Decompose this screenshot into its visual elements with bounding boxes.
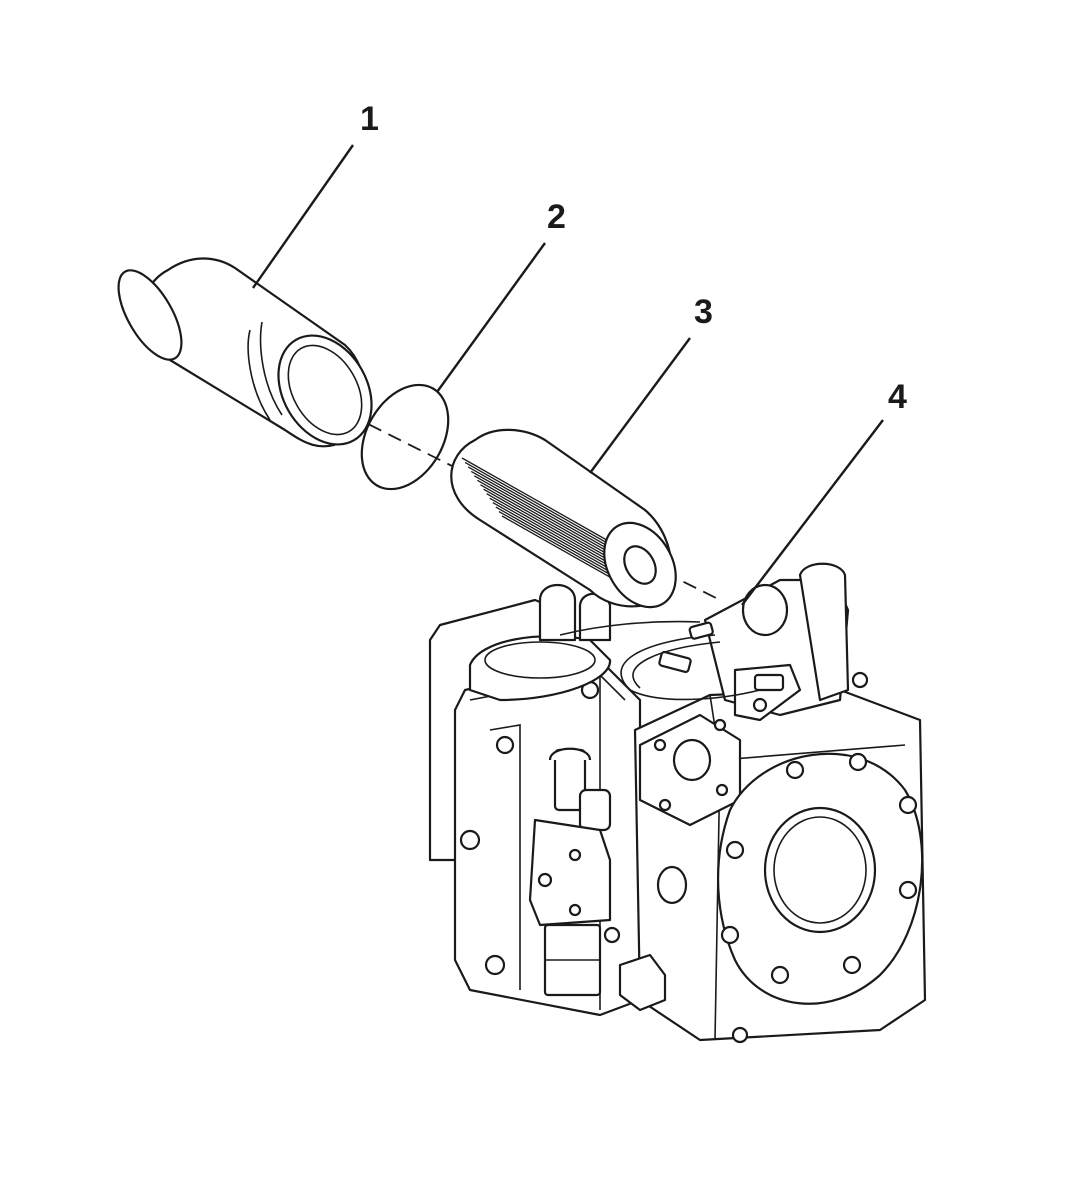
- callout-1: 1: [360, 100, 379, 138]
- filter-pleat: [461, 457, 613, 544]
- o-ring: [360, 383, 450, 491]
- filter-pleat: [470, 470, 622, 557]
- leader-line-3: [589, 337, 691, 474]
- filter-head: [620, 562, 869, 722]
- filter-element: [450, 428, 677, 609]
- filter-pleat: [467, 466, 619, 553]
- callout-4: 4: [888, 378, 907, 416]
- callout-2: 2: [547, 198, 566, 236]
- filter-pleat: [473, 475, 625, 562]
- leader-line-4: [741, 419, 884, 606]
- filter-housing: [117, 257, 373, 448]
- callout-3: 3: [694, 293, 713, 331]
- hydraulic-pump-assembly: [428, 562, 927, 1044]
- leader-line-1: [252, 144, 354, 289]
- solenoid-valve: [528, 747, 612, 997]
- leader-line-2: [436, 242, 546, 393]
- front-flange: [717, 752, 924, 1005]
- filter-pleat: [477, 479, 628, 566]
- filter-pleat: [464, 461, 616, 549]
